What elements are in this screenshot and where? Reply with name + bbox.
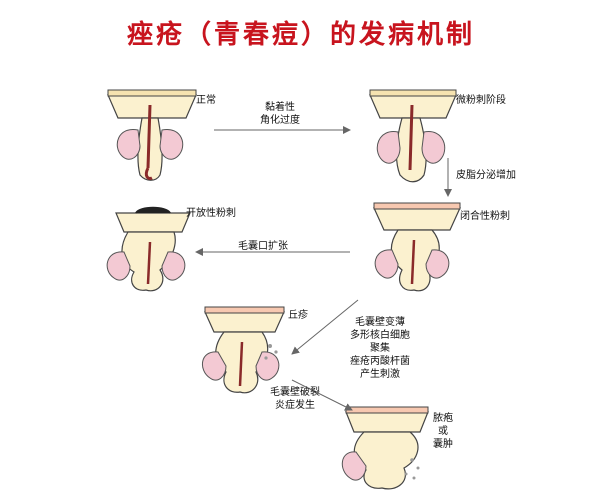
diagram-title: 痤疮（青春痘）的发病机制 — [126, 20, 475, 50]
label-wall-thinning-line: 聚集 — [370, 343, 390, 354]
label-wall-thinning-line: 多形核白细胞 — [350, 330, 410, 341]
label-micro: 微粉刺阶段 — [456, 95, 506, 106]
label-dilation: 毛囊口扩张 — [238, 241, 288, 252]
stage-micro-illustration — [369, 89, 457, 183]
label-pustule-line: 囊肿 — [433, 439, 453, 450]
label-rupture-line: 炎症发生 — [275, 400, 315, 411]
label-wall-thinning-line: 痤疮丙酸杆菌 — [350, 356, 410, 367]
stage-papule-illustration — [202, 306, 285, 394]
label-rupture: 毛囊壁破裂 炎症发生 — [260, 386, 330, 412]
label-papule: 丘疹 — [288, 310, 308, 321]
label-wall-thinning: 毛囊壁变薄 多形核白细胞 聚集 痤疮丙酸杆菌 产生刺激 — [338, 316, 422, 381]
label-pustule: 脓疱 或 囊肿 — [428, 412, 458, 451]
label-keratinization: 黏着性 角化过度 — [240, 101, 320, 127]
label-rupture-line: 毛囊壁破裂 — [270, 387, 320, 398]
label-pustule-line: 脓疱 — [433, 413, 453, 424]
arrow-closed-to-papule — [291, 299, 359, 355]
label-open: 开放性粉刺 — [186, 208, 236, 219]
stage-normal-illustration — [107, 89, 197, 181]
label-wall-thinning-line: 产生刺激 — [360, 369, 400, 380]
arrow-papule-to-pustule — [291, 379, 353, 411]
label-keratinization-line: 角化过度 — [260, 115, 300, 126]
stage-pustule-illustration — [341, 406, 429, 490]
label-pustule-line: 或 — [438, 426, 448, 437]
label-keratinization-line: 黏着性 — [265, 102, 295, 113]
stage-open-illustration — [106, 206, 191, 292]
label-wall-thinning-line: 毛囊壁变薄 — [355, 317, 405, 328]
stage-closed-illustration — [373, 202, 461, 292]
label-normal: 正常 — [196, 95, 216, 106]
label-closed: 闭合性粉刺 — [460, 211, 510, 222]
label-sebum: 皮脂分泌增加 — [456, 170, 516, 181]
